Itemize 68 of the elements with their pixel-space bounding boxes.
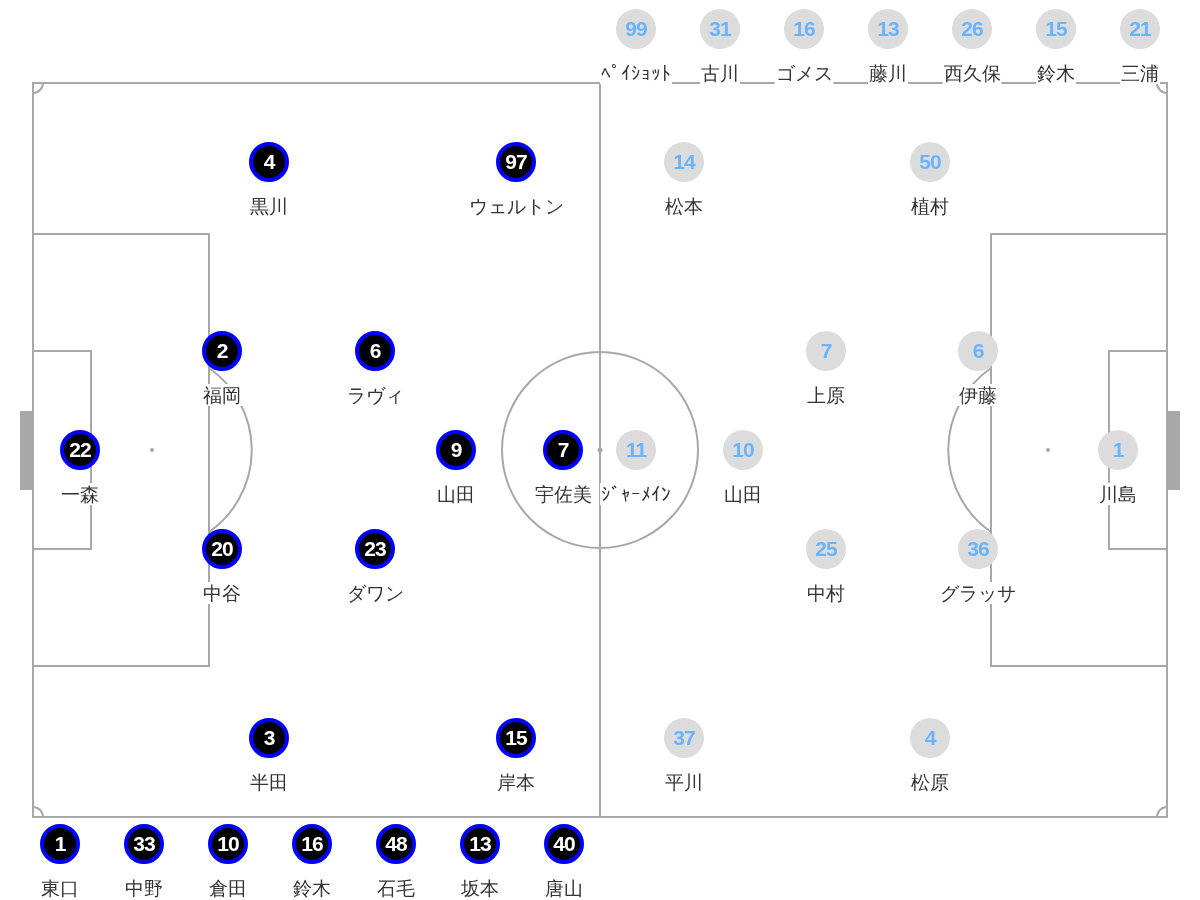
player-name: 藤川 — [868, 62, 908, 84]
player-marker: 13 — [868, 9, 908, 49]
player-name: 鈴木 — [1036, 62, 1076, 84]
player-marker: 16 — [784, 9, 824, 49]
player-name: 福岡 — [202, 384, 242, 406]
player-marker: 50 — [910, 142, 950, 182]
player-name: 半田 — [249, 771, 289, 793]
player-name: 倉田 — [208, 877, 248, 899]
player-marker: 23 — [355, 529, 395, 569]
player-name: 石毛 — [376, 877, 416, 899]
player-name: ｼﾞｬｰﾒｲﾝ — [600, 483, 672, 505]
player-marker: 1 — [40, 824, 80, 864]
player-marker: 10 — [208, 824, 248, 864]
player-marker: 3 — [249, 718, 289, 758]
player-name: ゴメス — [774, 62, 834, 84]
player-name: 一森 — [60, 483, 100, 505]
player-marker: 2 — [202, 331, 242, 371]
player-name: 古川 — [700, 62, 740, 84]
player-name: 植村 — [910, 195, 950, 217]
player-name: 唐山 — [544, 877, 584, 899]
player-name: 黒川 — [249, 195, 289, 217]
player-name: 上原 — [806, 384, 846, 406]
player-marker: 9 — [436, 430, 476, 470]
player-marker: 48 — [376, 824, 416, 864]
player-marker: 15 — [1036, 9, 1076, 49]
player-marker: 4 — [249, 142, 289, 182]
player-marker: 14 — [664, 142, 704, 182]
player-marker: 26 — [952, 9, 992, 49]
player-name: 西久保 — [942, 62, 1002, 84]
player-marker: 4 — [910, 718, 950, 758]
player-marker: 6 — [355, 331, 395, 371]
player-name: 鈴木 — [292, 877, 332, 899]
player-marker: 21 — [1120, 9, 1160, 49]
player-name: 松本 — [664, 195, 704, 217]
player-marker: 22 — [60, 430, 100, 470]
player-name: 岸本 — [496, 771, 536, 793]
player-marker: 97 — [496, 142, 536, 182]
player-name: 中村 — [806, 582, 846, 604]
player-marker: 6 — [958, 331, 998, 371]
player-name: 中谷 — [202, 582, 242, 604]
player-name: 中野 — [124, 877, 164, 899]
player-marker: 36 — [958, 529, 998, 569]
player-marker: 31 — [700, 9, 740, 49]
player-name: 山田 — [723, 483, 763, 505]
player-marker: 1 — [1098, 430, 1138, 470]
player-name: 平川 — [664, 771, 704, 793]
player-marker: 25 — [806, 529, 846, 569]
player-name: 宇佐美 — [533, 483, 593, 505]
player-marker: 33 — [124, 824, 164, 864]
player-marker: 16 — [292, 824, 332, 864]
player-name: ﾍﾟｲｼｮｯﾄ — [600, 62, 672, 84]
player-marker: 7 — [543, 430, 583, 470]
player-marker: 13 — [460, 824, 500, 864]
player-name: 伊藤 — [958, 384, 998, 406]
player-marker: 99 — [616, 9, 656, 49]
player-marker: 11 — [616, 430, 656, 470]
player-name: グラッサ — [939, 582, 1017, 604]
player-marker: 40 — [544, 824, 584, 864]
player-name: 川島 — [1098, 483, 1138, 505]
player-name: 山田 — [436, 483, 476, 505]
player-name: 三浦 — [1120, 62, 1160, 84]
player-marker: 10 — [723, 430, 763, 470]
player-name: 坂本 — [460, 877, 500, 899]
player-marker: 20 — [202, 529, 242, 569]
player-marker: 15 — [496, 718, 536, 758]
player-marker: 37 — [664, 718, 704, 758]
player-name: 松原 — [910, 771, 950, 793]
player-marker: 7 — [806, 331, 846, 371]
